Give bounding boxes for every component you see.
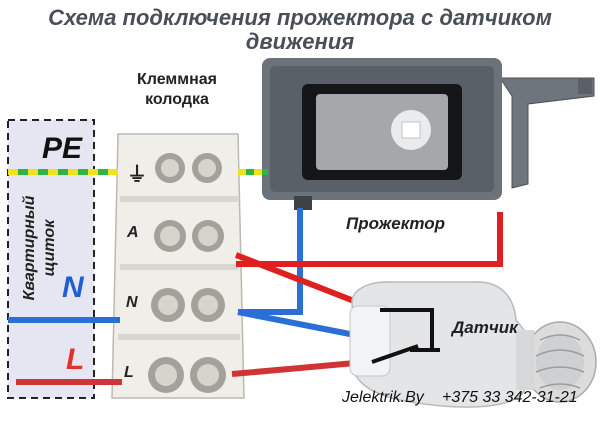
switch-contact-icon [371, 308, 440, 364]
diagram-title: Схема подключения прожектора с датчиком … [0, 6, 600, 54]
terminal-block [111, 133, 245, 399]
terminal-block-label-line-1: Клеммная [137, 71, 217, 88]
pe-label: PE [42, 132, 83, 165]
motion-sensor [349, 281, 597, 408]
sensor-label: Датчик [452, 318, 518, 337]
floodlight [262, 58, 502, 210]
footer-phone: +375 33 342-31-21 [442, 389, 578, 406]
n-label: N [62, 271, 84, 304]
floodlight-label: Прожектор [346, 214, 446, 233]
switched-live-wire [231, 212, 503, 377]
title-line-2: движения [245, 29, 355, 54]
terminal-block-label: Клеммная колодка [112, 70, 242, 110]
terminal-a-label: A [127, 224, 139, 241]
title-line-1: Схема подключения прожектора с датчиком [48, 5, 552, 30]
floodlight-bracket [499, 77, 595, 189]
terminal-l-label: L [124, 364, 134, 381]
ground-symbol-icon: ⏚ [127, 164, 147, 186]
neutral-wire [8, 208, 361, 339]
apartment-panel [7, 119, 95, 399]
l-label: L [66, 343, 85, 376]
panel-label: Квартирный щиток [20, 178, 60, 318]
terminal-n-label: N [126, 294, 138, 311]
terminal-block-label-line-2: колодка [145, 91, 209, 108]
panel-label-line-1: Квартирный [21, 195, 38, 301]
footer-brand: Jelektrik.By [342, 389, 424, 406]
panel-label-line-2: щиток [41, 219, 58, 277]
